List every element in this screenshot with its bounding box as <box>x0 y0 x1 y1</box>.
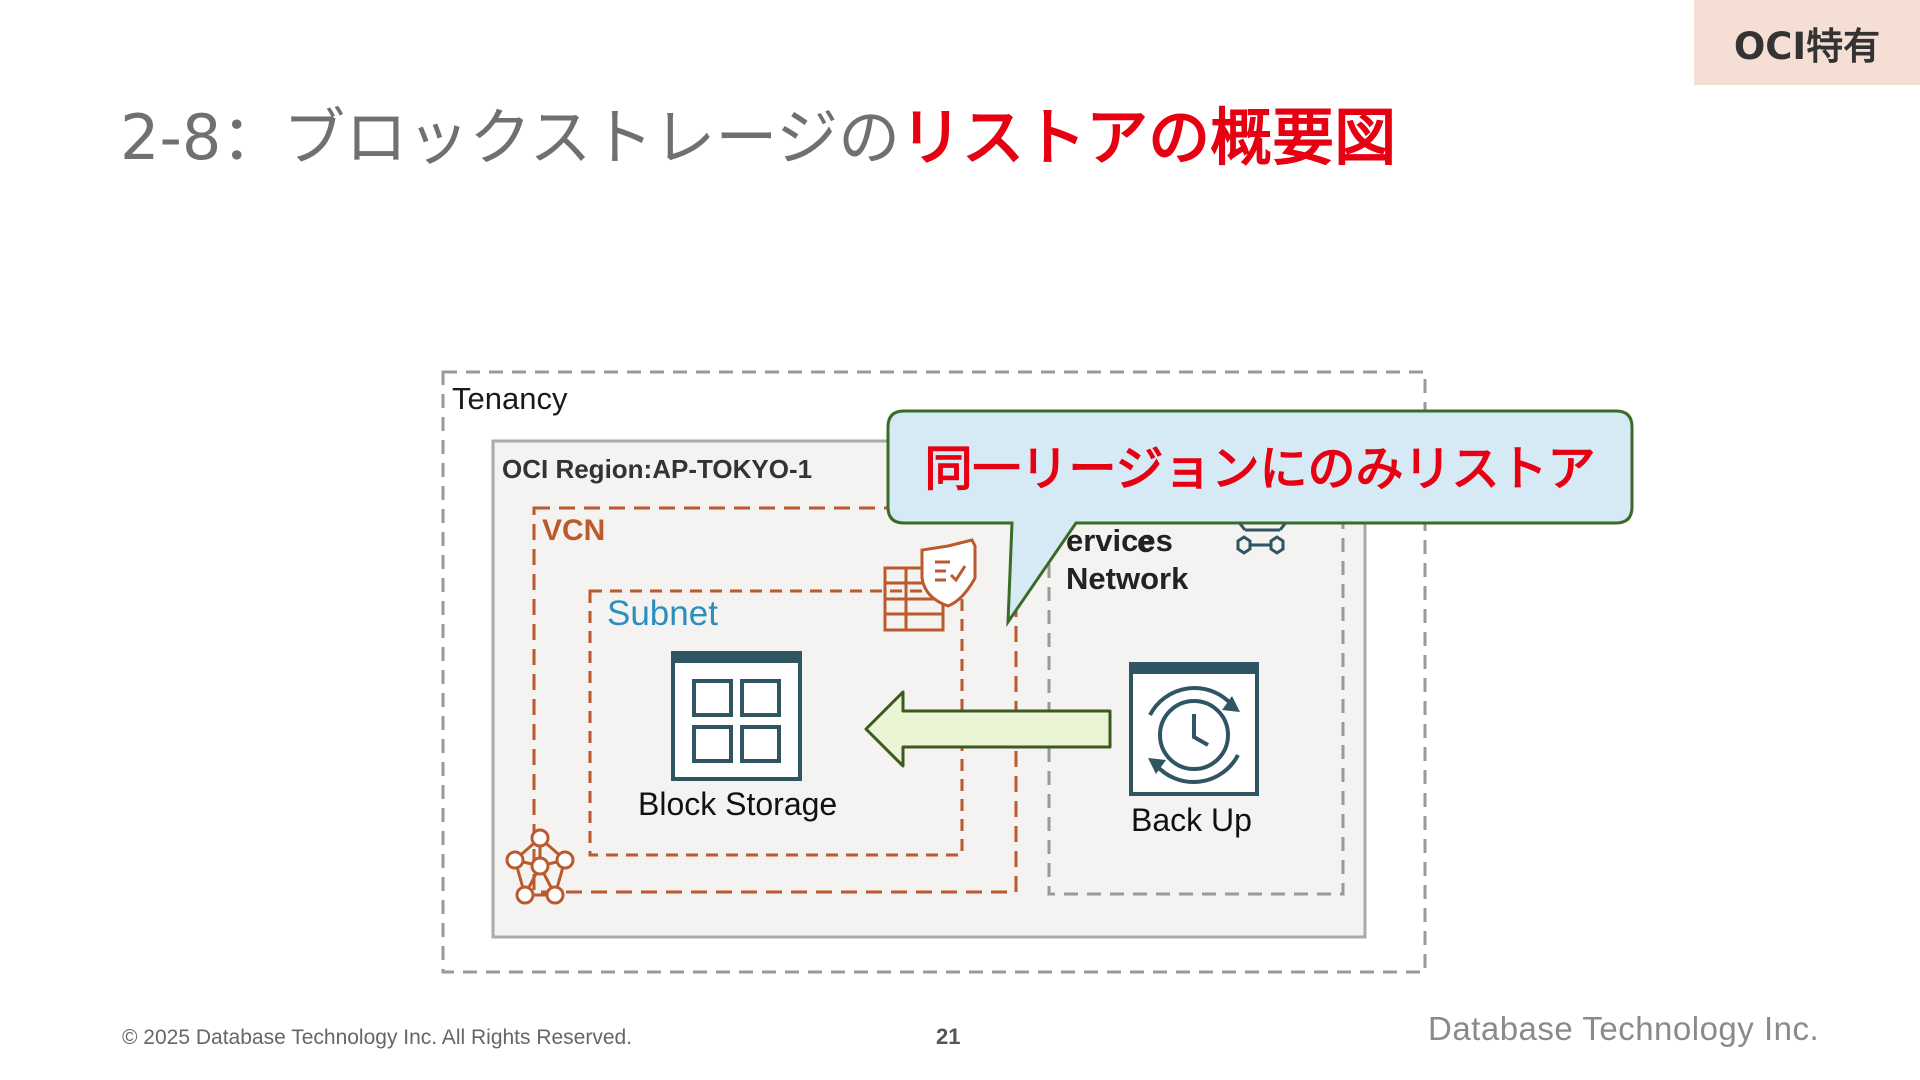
security-list-shield-icon <box>883 538 977 632</box>
services-network-label: ervices Network <box>1066 523 1189 596</box>
callout-bubble <box>886 409 1634 628</box>
oci-specific-badge: OCI特有 <box>1694 0 1920 85</box>
company-logo: Database Technology Inc. <box>1428 1010 1820 1047</box>
tenancy-label: Tenancy <box>452 381 568 416</box>
title-highlight: リストアの概要図 <box>900 101 1397 174</box>
vcn-network-icon <box>505 828 575 905</box>
vcn-box <box>532 506 1018 894</box>
tenancy-box <box>441 370 1427 974</box>
subnet-label: Subnet <box>607 594 718 633</box>
region-label: OCI Region:AP-TOKYO-1 <box>502 454 813 484</box>
vcn-label: VCN <box>542 514 606 547</box>
block-storage-icon <box>671 651 802 781</box>
page-number: 21 <box>936 1024 961 1049</box>
page-title: 2-8：ブロックストレージのリストアの概要図 <box>120 98 1396 178</box>
services-network-partial-text: e <box>1137 524 1154 559</box>
backup-label: Back Up <box>1131 802 1252 838</box>
title-prefix: 2-8：ブロックストレージの <box>120 101 901 174</box>
backup-clock-icon <box>1129 662 1259 796</box>
restore-arrow <box>864 690 1112 768</box>
block-storage-label: Block Storage <box>638 786 838 822</box>
callout-text: 同一リージョンにのみリストア <box>924 441 1596 497</box>
footer-copyright: © 2025 Database Technology Inc. All Righ… <box>122 1026 633 1049</box>
